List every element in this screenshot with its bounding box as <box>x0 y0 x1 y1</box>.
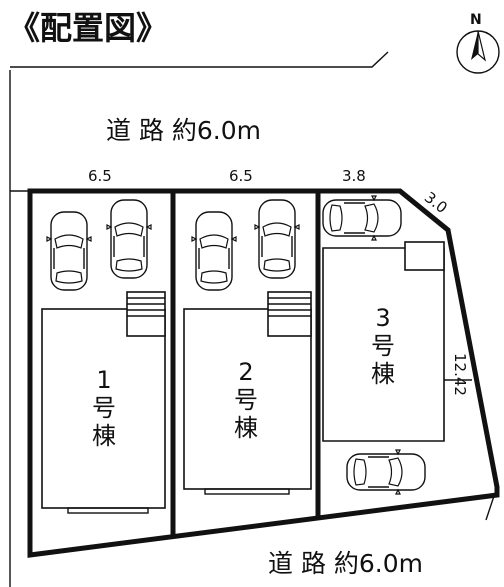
side-dim: 12.42 <box>451 353 469 396</box>
plan-title: 《配置図》 <box>8 9 168 47</box>
south-road-label: 道 路 約6.0m <box>268 549 423 578</box>
lot2-frontage-dim: 6.5 <box>229 167 253 185</box>
lot2-car-a-icon <box>191 211 237 291</box>
lot1-building <box>41 291 166 514</box>
north-label: N <box>470 12 482 28</box>
svg-text:1: 1 <box>96 366 111 394</box>
north-road-edge <box>10 51 389 68</box>
svg-text:棟: 棟 <box>92 422 116 450</box>
lot3-car-a-icon <box>322 195 402 241</box>
svg-text:3: 3 <box>375 304 390 332</box>
north-road-label: 道 路 約6.0m <box>106 116 261 145</box>
lot1-frontage-dim: 6.5 <box>88 167 112 185</box>
north-arrow-icon: N <box>456 12 500 74</box>
lot3-car-b-icon <box>346 449 426 495</box>
lot2-car-b-icon <box>254 199 300 279</box>
lot3-building <box>322 241 445 442</box>
lot3-frontage-dim: 3.8 <box>342 167 366 185</box>
svg-text:号: 号 <box>92 394 116 422</box>
lot1-car-b-icon <box>106 199 152 279</box>
lot2-label: 2 号 棟 <box>234 358 258 442</box>
svg-text:棟: 棟 <box>234 414 258 442</box>
lot3-label: 3 号 棟 <box>371 304 395 388</box>
svg-text:号: 号 <box>371 332 395 360</box>
svg-text:号: 号 <box>234 386 258 414</box>
lot2-building <box>183 291 312 495</box>
svg-text:棟: 棟 <box>371 360 395 388</box>
lot1-label: 1 号 棟 <box>92 366 116 450</box>
svg-text:2: 2 <box>238 358 253 386</box>
lot1-car-a-icon <box>46 211 92 291</box>
